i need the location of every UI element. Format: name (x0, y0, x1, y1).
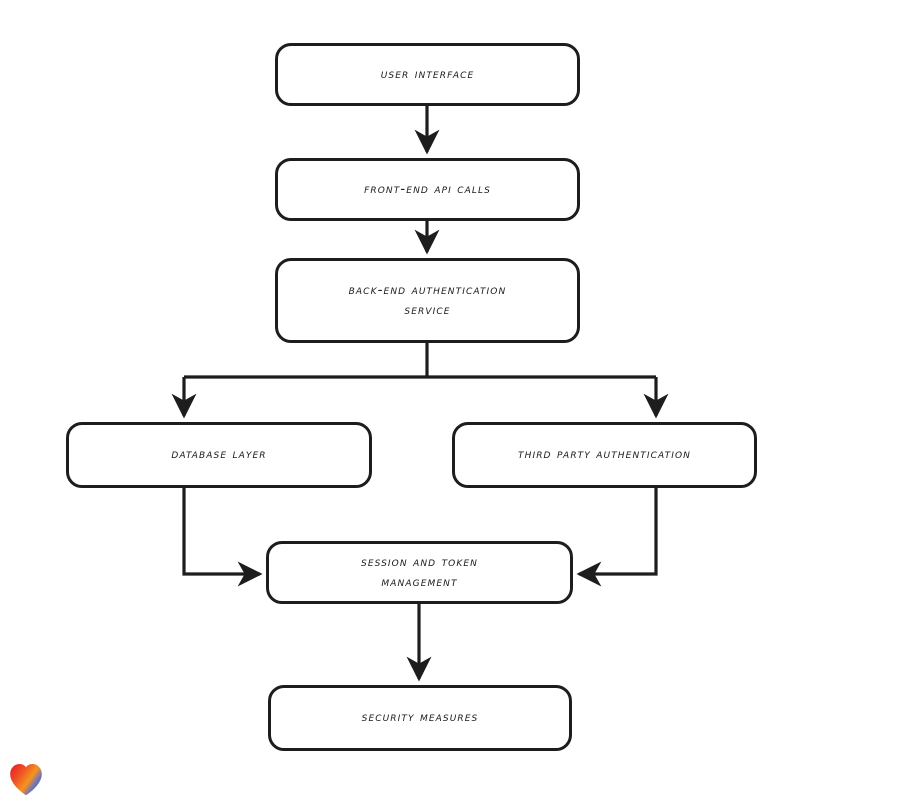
node-security-measures-label: Security Measures (361, 709, 479, 726)
node-session-and-token-management[interactable]: Session and Token Management (266, 541, 573, 604)
node-user-interface-label: User Interface (380, 65, 475, 82)
node-database-layer[interactable]: Database Layer (66, 422, 372, 488)
node-backend-authentication-service[interactable]: Back-End Authentication Service (275, 258, 580, 343)
node-frontend-api-calls-label: Front-End API Calls (364, 180, 491, 197)
edge-database-to-session (182, 488, 263, 587)
node-database-layer-label: Database Layer (171, 446, 267, 463)
node-third-party-authentication-label: Third Party Authentication (517, 446, 691, 463)
node-user-interface[interactable]: User Interface (275, 43, 580, 106)
node-frontend-api-calls[interactable]: Front-End API Calls (275, 158, 580, 221)
node-backend-authentication-service-label: Back-End Authentication Service (348, 281, 507, 318)
node-third-party-authentication[interactable]: Third Party Authentication (452, 422, 757, 488)
node-security-measures[interactable]: Security Measures (268, 685, 572, 751)
node-session-and-token-management-label: Session and Token Management (361, 553, 478, 590)
edge-thirdparty-to-session (576, 488, 658, 587)
heart-icon (10, 764, 42, 796)
